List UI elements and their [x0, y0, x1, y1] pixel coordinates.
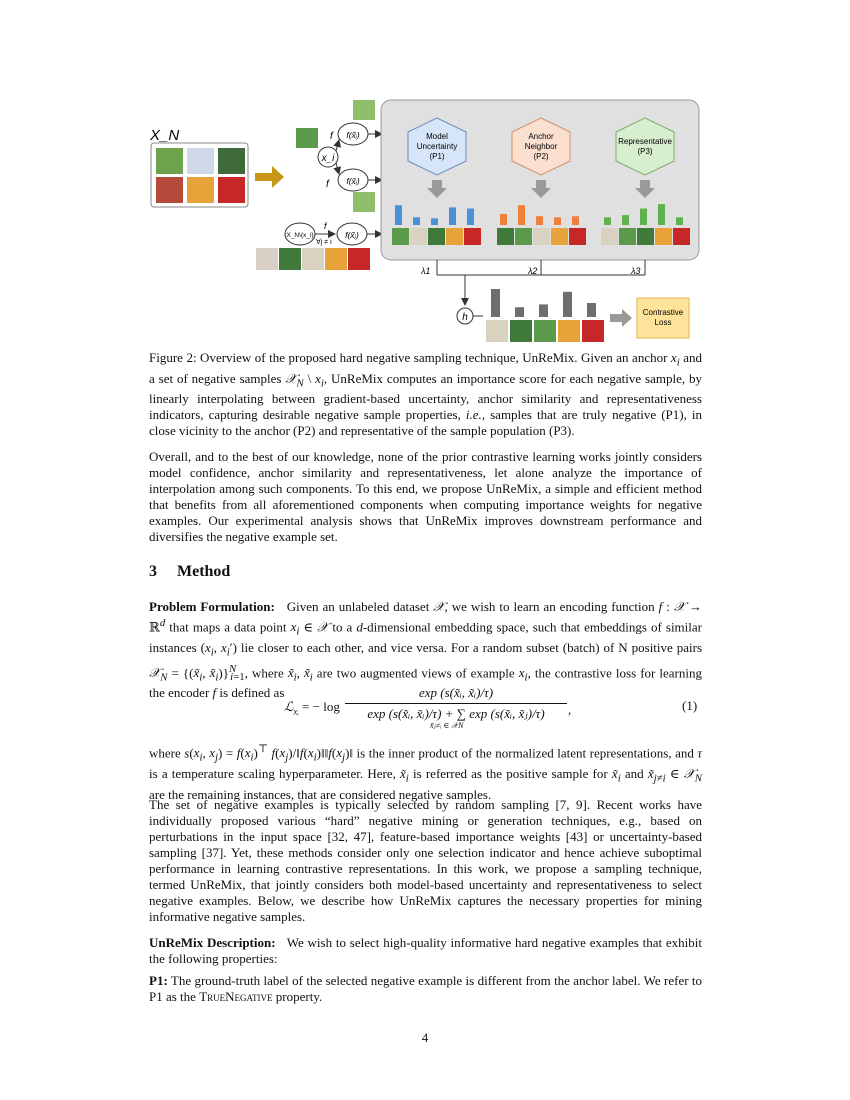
arrow-p1 — [427, 180, 447, 198]
eq-lhs: ℒ — [284, 699, 294, 714]
p1-label: P1: — [149, 973, 168, 988]
svg-text:f: f — [330, 131, 334, 142]
description-text: We wish to select high-quality informati… — [149, 935, 703, 966]
p1-bar — [413, 217, 420, 225]
svg-text:(P2): (P2) — [533, 152, 548, 161]
hex-p2: Anchor Neighbor (P2) — [511, 117, 571, 176]
svg-text:f: f — [326, 179, 330, 190]
thumbs-h — [486, 320, 604, 342]
h-bar — [563, 291, 572, 317]
svg-text:x_i: x_i — [321, 153, 336, 164]
svg-text:Model: Model — [426, 132, 448, 141]
svg-text:λ1: λ1 — [420, 266, 430, 276]
h-bar — [587, 303, 596, 317]
svg-text:f(x̃ᵢ): f(x̃ᵢ) — [346, 130, 360, 140]
eq-denominator: exp (s(x̃ᵢ, x̃ᵢ)/τ) + ∑ exp (s(x̃ᵢ, x̃ⱼ)… — [367, 706, 545, 721]
contrastive-loss-box — [636, 297, 690, 339]
description-paragraph: UnReMix Description: We wish to select h… — [149, 935, 702, 967]
thumbs-p2 — [497, 228, 586, 245]
eq-lhs-sub: xᵢ — [293, 706, 299, 717]
p1-text: The ground-truth label of the selected n… — [149, 973, 703, 1004]
section-number: 3 — [149, 563, 157, 580]
h-bar — [515, 307, 524, 317]
p3-bar — [658, 204, 665, 225]
svg-text:Uncertainty: Uncertainty — [417, 142, 457, 151]
problem-formulation-heading: Problem Formulation: — [149, 599, 275, 614]
where-paragraph: where s(xi, xj) = f(xi)⊤ f(xj)/‖f(xi)‖‖f… — [149, 743, 703, 802]
p1-property: TrueNegative — [199, 989, 273, 1004]
p3-bar — [676, 217, 683, 225]
svg-text:f(x̃ⱼ): f(x̃ⱼ) — [345, 230, 359, 240]
svg-text:Anchor: Anchor — [528, 132, 554, 141]
bars-p3 — [604, 204, 683, 225]
p1-end: property. — [275, 989, 323, 1004]
svg-text:λ2: λ2 — [527, 266, 537, 276]
page-number: 4 — [421, 1030, 429, 1045]
eq-trailing: , — [568, 702, 572, 717]
svg-text:f: f — [324, 221, 328, 231]
thumbs-p1 — [392, 228, 481, 245]
arrow-p2 — [531, 180, 551, 198]
svg-text:Representative: Representative — [618, 137, 672, 146]
set-label: X_N — [149, 127, 179, 144]
negatives-paragraph: The set of negative examples is typicall… — [149, 797, 702, 924]
p2-bar — [500, 214, 507, 225]
negative-set-thumbs — [156, 148, 245, 203]
anchor-node — [317, 146, 339, 168]
neg-thumb-strip — [256, 248, 370, 270]
svg-text:(P1): (P1) — [429, 152, 444, 161]
svg-text:f(x̃ᵢ): f(x̃ᵢ) — [346, 176, 360, 186]
figure-diagram: X_N x_i f(x̃ᵢ) f(x̃ᵢ) f f X_N\{x_i} f(x̃… — [149, 99, 700, 342]
bars-p2 — [500, 205, 579, 225]
section-heading: 3 Method — [149, 563, 230, 581]
svg-text:X_N\{x_i}: X_N\{x_i} — [286, 232, 314, 239]
figure-caption: Figure 2: Overview of the proposed hard … — [149, 350, 702, 439]
aug-thumb-top — [296, 128, 318, 148]
p1-bar — [395, 205, 402, 225]
p2-bar — [518, 205, 525, 225]
p1-bar — [431, 218, 438, 225]
eq-number: (1) — [682, 698, 698, 713]
svg-text:∀j ≠ i: ∀j ≠ i — [316, 238, 332, 246]
svg-text:h: h — [462, 312, 468, 323]
aug-thumb-top-right — [353, 100, 375, 120]
h-bar — [491, 289, 500, 317]
arrow-p3 — [635, 180, 655, 198]
h-bar — [539, 304, 548, 317]
p3-bar — [604, 217, 611, 225]
p3-bar — [640, 208, 647, 225]
eq-neglog: = − log — [302, 699, 340, 714]
input-arrow — [255, 166, 284, 188]
p1-paragraph: P1: The ground-truth label of the select… — [149, 973, 702, 1005]
svg-text:Neighbor: Neighbor — [525, 142, 558, 151]
svg-text:Contrastive: Contrastive — [643, 308, 684, 317]
bars-p1 — [395, 205, 474, 225]
p1-bar — [467, 208, 474, 225]
p2-bar — [536, 216, 543, 225]
description-heading: UnReMix Description: — [149, 935, 276, 950]
loss-arrow — [610, 309, 632, 327]
aug-thumb-bottom-right — [353, 192, 375, 212]
bars-h — [491, 289, 596, 317]
section-title: Method — [177, 563, 231, 580]
p3-bar — [622, 215, 629, 225]
hex-p1: Model Uncertainty (P1) — [407, 117, 467, 176]
svg-text:Loss: Loss — [655, 318, 672, 327]
intro-paragraph: Overall, and to the best of our knowledg… — [149, 449, 702, 544]
thumbs-p3 — [601, 228, 690, 245]
p2-bar — [572, 216, 579, 225]
p1-bar — [449, 207, 456, 225]
svg-text:λ3: λ3 — [630, 266, 640, 276]
problem-formulation-paragraph: Problem Formulation: Given an unlabeled … — [149, 599, 703, 701]
hex-p3: Representative (P3) — [615, 117, 675, 176]
eq-numerator: exp (s(x̃ᵢ, x̃ᵢ)/τ) — [418, 685, 494, 700]
svg-text:(P3): (P3) — [637, 147, 652, 156]
p2-bar — [554, 217, 561, 225]
eq-sum-sub: x̃ⱼ≠ᵢ ∈ 𝒳N — [430, 721, 464, 730]
